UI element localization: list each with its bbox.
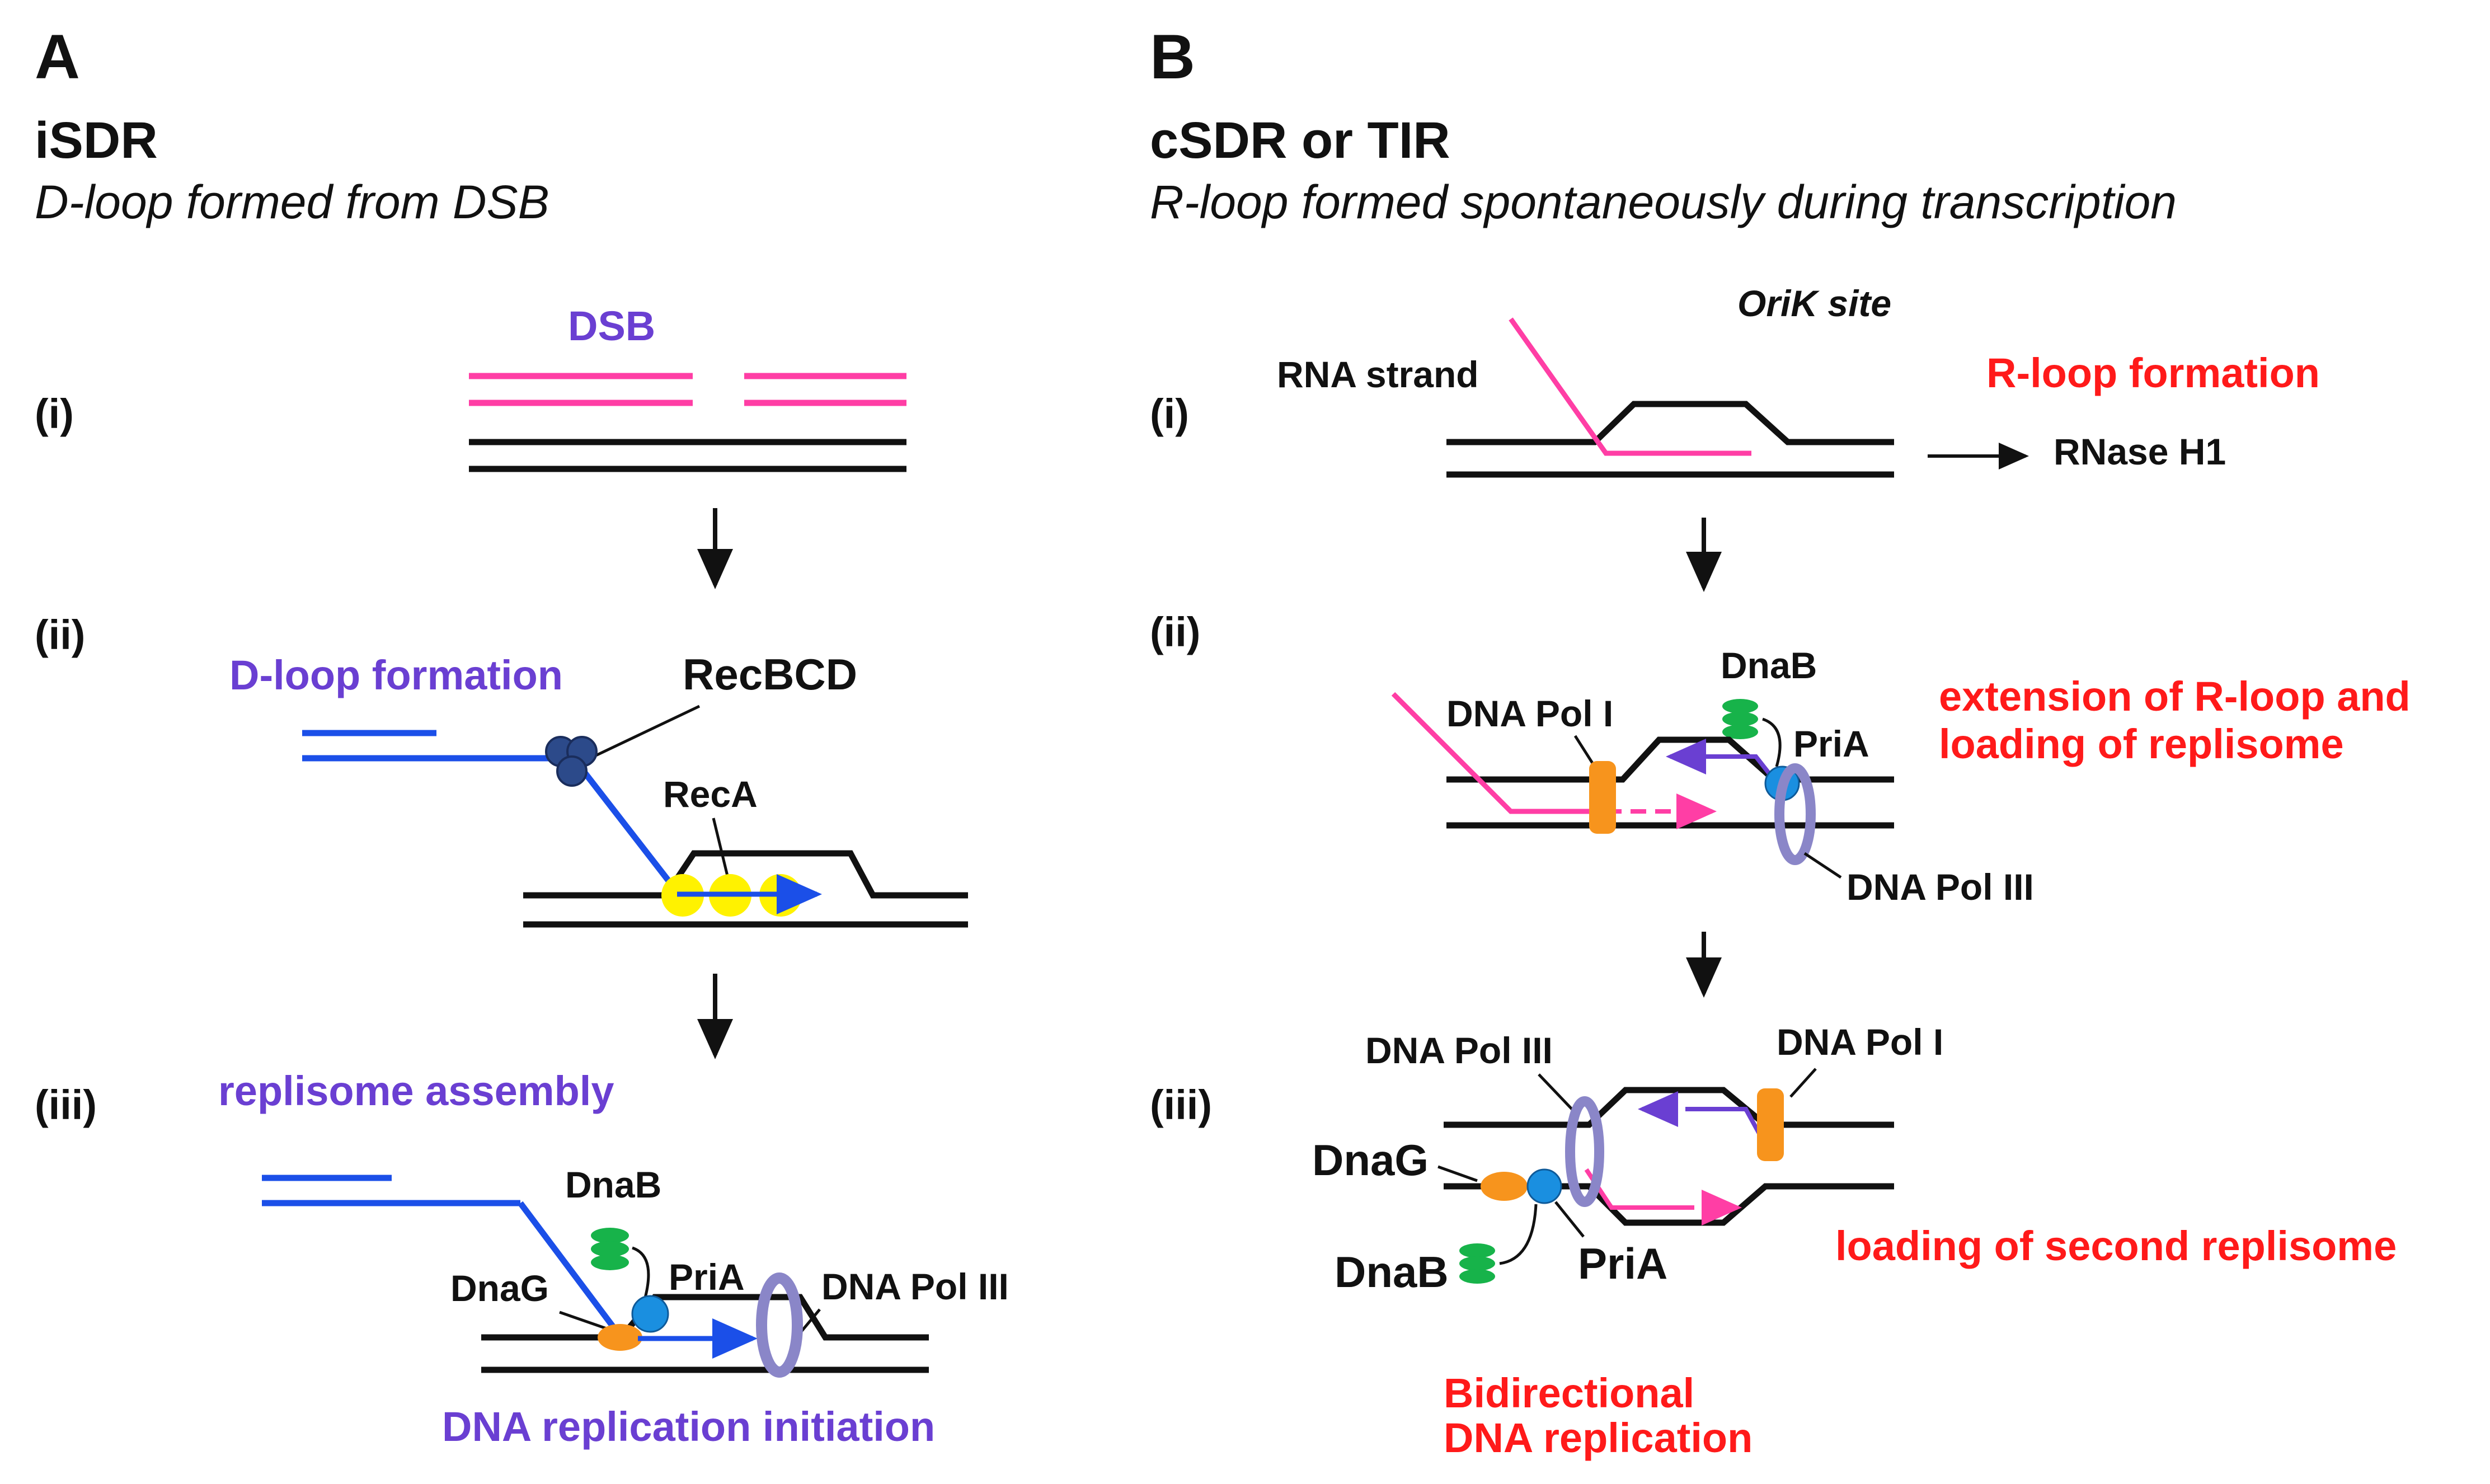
dna-pol-i-label-b-iii: DNA Pol I bbox=[1777, 1021, 1943, 1063]
dnab-helicase-a bbox=[591, 1228, 629, 1270]
dnab-helicase-b-iii bbox=[1459, 1243, 1495, 1284]
panel-b-letter: B bbox=[1150, 22, 1195, 92]
panel-a-step-iii: (iii) bbox=[35, 1082, 97, 1128]
panel-b-step-iii: (iii) bbox=[1150, 1082, 1212, 1128]
dloop-formation-label: D-loop formation bbox=[229, 652, 563, 698]
dna-pol-i-protein-b-iii bbox=[1757, 1088, 1784, 1161]
dna-pol-i-pointer-b-ii bbox=[1573, 735, 1596, 768]
replisome-assembly-label: replisome assembly bbox=[218, 1068, 614, 1114]
recbcd-label: RecBCD bbox=[683, 650, 857, 699]
panel-a-subtitle: D-loop formed from DSB bbox=[35, 176, 549, 228]
panel-a-letter: A bbox=[35, 22, 80, 92]
rna-strand-label: RNA strand bbox=[1277, 354, 1479, 395]
pria-pointer-b-iii bbox=[1554, 1201, 1585, 1238]
extension-label-line1: extension of R-loop and bbox=[1939, 673, 2411, 720]
orik-site-label: OriK site bbox=[1737, 283, 1891, 324]
dna-pol-iii-label-b-ii: DNA Pol III bbox=[1847, 866, 2034, 908]
recbcd-pointer bbox=[595, 705, 701, 757]
dna-pol-iii-clamp-b-ii bbox=[1774, 763, 1816, 865]
dna-pol-iii-clamp-a bbox=[756, 1272, 803, 1378]
rloop-duplex-i bbox=[1446, 401, 1894, 478]
dnab-pointer-b-ii bbox=[1762, 717, 1782, 767]
reca-pointer bbox=[712, 818, 729, 876]
panel-a-title: iSDR bbox=[35, 112, 158, 169]
dnag-pointer-b-iii bbox=[1437, 1165, 1478, 1182]
rnase-h1-label: RNase H1 bbox=[2054, 431, 2226, 472]
dna-pol-iii-pointer-b-ii bbox=[1803, 852, 1842, 879]
bidirectional-label-line2: DNA replication bbox=[1444, 1415, 1753, 1461]
dna-pol-i-pointer-b-iii bbox=[1789, 1068, 1817, 1098]
panel-a-step-i: (i) bbox=[35, 391, 74, 437]
dnab-helicase-b-ii bbox=[1722, 699, 1758, 739]
pria-label-a: PriA bbox=[669, 1256, 745, 1298]
rloop-formation-label: R-loop formation bbox=[1986, 350, 2320, 396]
dnag-primase-a bbox=[598, 1324, 642, 1351]
second-replisome-label: loading of second replisome bbox=[1835, 1223, 2397, 1269]
bubble-duplex-iii bbox=[1444, 1087, 1894, 1226]
dna-pol-iii-pointer-a bbox=[799, 1308, 821, 1334]
invading-strand-iii bbox=[262, 1175, 624, 1340]
rna-strand-ii bbox=[1391, 692, 1606, 814]
dna-pol-iii-label-a: DNA Pol III bbox=[821, 1266, 1009, 1307]
dna-pol-iii-clamp-b-iii bbox=[1565, 1096, 1604, 1207]
pria-label-b-ii: PriA bbox=[1793, 723, 1869, 764]
dloop-duplex bbox=[523, 850, 968, 928]
dnab-label-b-ii: DnaB bbox=[1721, 645, 1817, 686]
dsb-duplex bbox=[469, 373, 906, 472]
panel-a-step-ii: (ii) bbox=[35, 612, 85, 658]
reca-label: RecA bbox=[663, 773, 758, 815]
panel-b-subtitle: R-loop formed spontaneously during trans… bbox=[1150, 176, 2177, 228]
dnab-label-a: DnaB bbox=[565, 1164, 661, 1205]
panel-b-step-i: (i) bbox=[1150, 391, 1189, 437]
dnag-label-a: DnaG bbox=[450, 1267, 549, 1309]
rna-strand bbox=[1509, 317, 1751, 456]
dna-pol-i-label-b-ii: DNA Pol I bbox=[1446, 693, 1613, 734]
panel-b-step-ii: (ii) bbox=[1150, 609, 1200, 655]
bidirectional-label-line1: Bidirectional bbox=[1444, 1370, 1694, 1416]
replication-initiation-label: DNA replication initiation bbox=[442, 1403, 935, 1450]
dna-pol-iii-pointer-b-iii bbox=[1538, 1073, 1575, 1112]
invading-strand bbox=[302, 730, 683, 898]
dnab-pointer-a bbox=[632, 1246, 650, 1304]
dnab-label-b-iii: DnaB bbox=[1335, 1247, 1449, 1297]
dna-pol-iii-label-b-iii: DNA Pol III bbox=[1365, 1030, 1553, 1071]
dna-pol-i-protein-b-ii bbox=[1589, 761, 1616, 834]
pria-label-b-iii: PriA bbox=[1578, 1239, 1667, 1288]
dnag-pointer-a bbox=[559, 1311, 613, 1332]
dnab-pointer-b-iii bbox=[1499, 1204, 1538, 1265]
recbcd-complex bbox=[545, 736, 598, 787]
dnag-label-b-iii: DnaG bbox=[1312, 1135, 1429, 1185]
extension-label-line2: loading of replisome bbox=[1939, 721, 2344, 767]
dsb-label: DSB bbox=[568, 303, 655, 349]
pria-protein-b-iii bbox=[1526, 1168, 1562, 1204]
pria-protein-a bbox=[631, 1295, 669, 1333]
dnag-primase-b-iii bbox=[1481, 1172, 1528, 1201]
panel-b-title: cSDR or TIR bbox=[1150, 112, 1450, 169]
